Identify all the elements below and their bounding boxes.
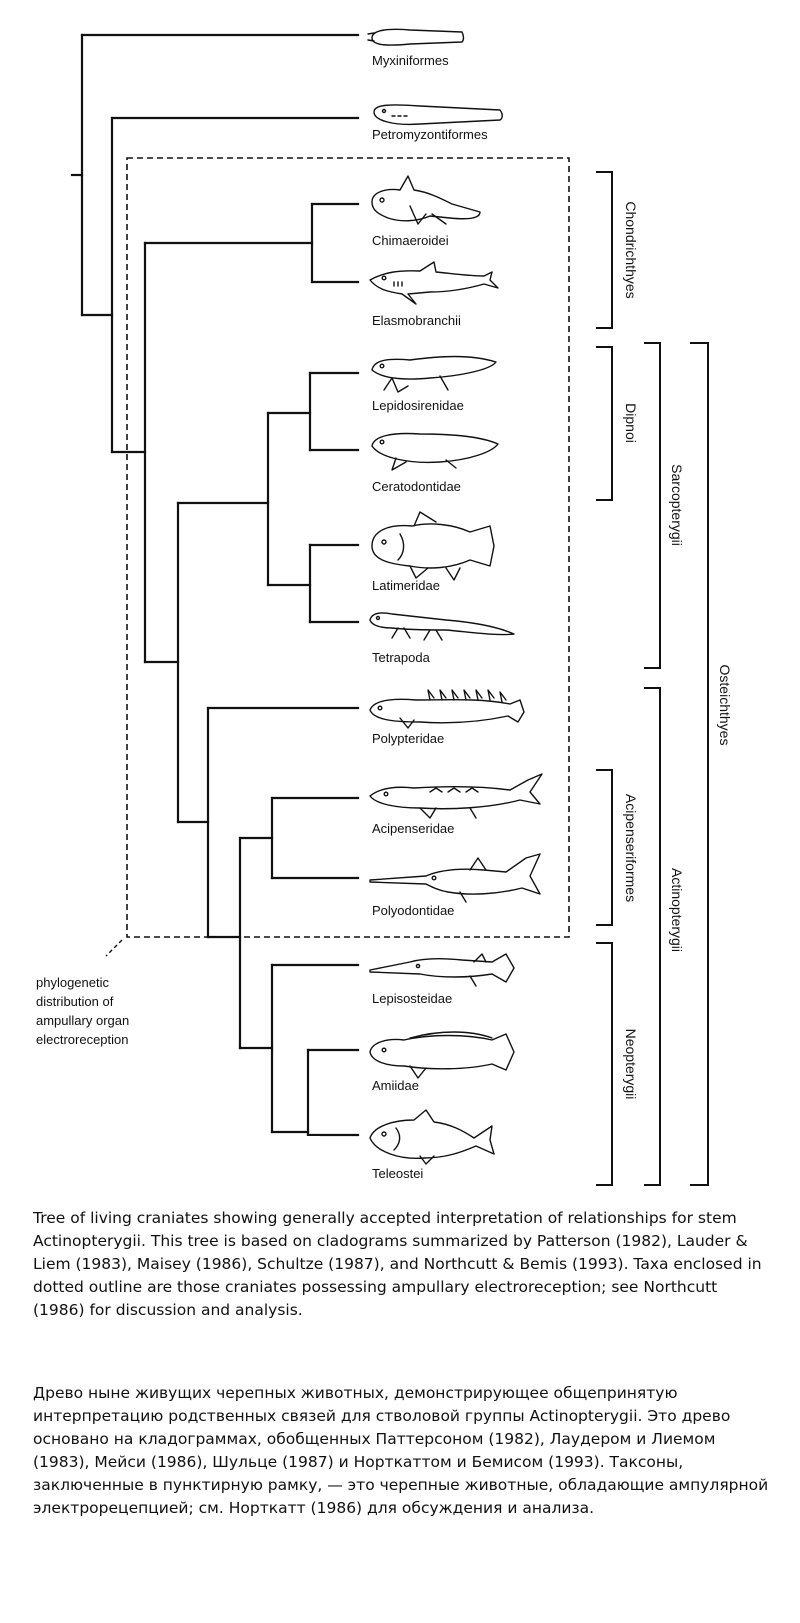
taxon-label: Polypteridae xyxy=(372,731,444,746)
salamander-icon xyxy=(369,612,515,641)
clade-brackets xyxy=(596,171,709,1186)
taxon-label: Lepisosteidae xyxy=(372,991,452,1006)
taxon-label: Teleostei xyxy=(372,1166,423,1181)
taxon-label: Lepidosirenidae xyxy=(372,398,464,413)
caption-russian: Древо ныне живущих черепных животных, де… xyxy=(33,1384,769,1517)
sturgeon-icon xyxy=(369,773,543,819)
lungfish-icon xyxy=(371,355,497,393)
taxon-label: Ceratodontidae xyxy=(372,479,461,494)
chimaera-icon xyxy=(371,175,481,225)
annotation-line: ampullary organ xyxy=(36,1013,129,1028)
bracket-neopterygii xyxy=(596,942,613,1186)
taxon-label: Chimaeroidei xyxy=(372,233,449,248)
taxon-label: Acipenseridae xyxy=(372,821,454,836)
bowfin-icon xyxy=(369,1031,515,1079)
australian-lungfish-icon xyxy=(371,432,499,471)
annotation-pointer xyxy=(105,939,123,957)
coelacanth-icon xyxy=(371,511,495,581)
taxon-label: Elasmobranchii xyxy=(372,313,461,328)
cladogram: phylogenetic distribution of ampullary o… xyxy=(36,28,733,1200)
annotation-line: electroreception xyxy=(36,1032,129,1047)
taxon-label: Myxiniformes xyxy=(372,53,449,68)
annotation-line: distribution of xyxy=(36,994,114,1009)
clade-label-sarcopterygii: Sarcopterygii xyxy=(669,464,685,546)
clade-label-osteichthyes: Osteichthyes xyxy=(717,665,733,746)
clade-labels: Chondrichthyes Dipnoi Sarcopterygii Acip… xyxy=(623,201,733,1099)
taxon-label: Amiidae xyxy=(372,1078,419,1093)
taxon-label: Petromyzontiformes xyxy=(372,127,488,142)
bracket-actinopterygii xyxy=(644,687,661,1186)
clade-label-dipnoi: Dipnoi xyxy=(623,403,639,443)
bracket-sarcopterygii xyxy=(644,342,661,669)
lamprey-icon xyxy=(373,104,503,126)
annotation-line: phylogenetic xyxy=(36,975,109,990)
bracket-osteichthyes xyxy=(690,342,709,1186)
taxon-labels: Myxiniformes Petromyzontiformes Chimaero… xyxy=(372,53,488,1181)
hagfish-icon xyxy=(367,28,465,46)
clade-label-actinopterygii: Actinopterygii xyxy=(669,868,685,952)
taxon-label: Latimeridae xyxy=(372,578,440,593)
clade-label-neopterygii: Neopterygii xyxy=(623,1029,639,1100)
annotation-text: phylogenetic distribution of ampullary o… xyxy=(36,975,133,1047)
bichir-icon xyxy=(369,689,525,729)
bracket-dipnoi xyxy=(596,346,613,501)
taxon-label: Tetrapoda xyxy=(372,650,431,665)
taxon-label: Polyodontidae xyxy=(372,903,454,918)
paddlefish-icon xyxy=(369,853,541,903)
shark-icon xyxy=(369,261,499,305)
gar-icon xyxy=(369,953,515,987)
clade-label-chondrichthyes: Chondrichthyes xyxy=(623,201,639,298)
teleost-icon xyxy=(369,1109,495,1165)
clade-label-acipenseriformes: Acipenseriformes xyxy=(623,794,639,902)
bracket-acipenseriformes xyxy=(596,769,613,926)
bracket-chondrichthyes xyxy=(596,171,613,329)
caption-english: Tree of living craniates showing general… xyxy=(33,1209,762,1319)
electroreception-outline xyxy=(126,157,570,938)
